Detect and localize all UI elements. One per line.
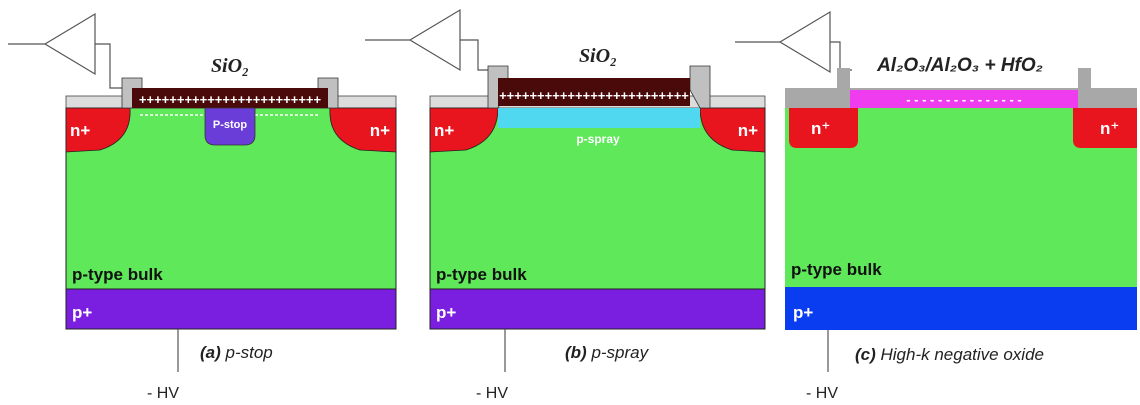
- oxide-label: SiO₂: [211, 55, 249, 77]
- oxide-charge: ++++++++++++++++++++++++: [139, 92, 322, 107]
- p-spray-layer: [498, 108, 700, 128]
- hv-label: - HV: [147, 385, 179, 402]
- amplifier-icon: [365, 8, 490, 72]
- n-plus-left-label: n+: [70, 121, 90, 140]
- p-plus-backside: [65, 288, 397, 330]
- metal-contact-right: [1078, 68, 1091, 90]
- caption-a: (a) p-stop: [200, 343, 273, 362]
- p-stop-implant: [204, 107, 256, 146]
- oxide-charge: +++++++++++++++++++++++++: [499, 88, 689, 103]
- n-plus-left: [65, 107, 131, 153]
- backside-label: p+: [72, 303, 92, 322]
- bulk-label: p-type bulk: [72, 265, 163, 284]
- p-plus-backside: [785, 287, 1137, 330]
- caption-b: (b) p-spray: [565, 343, 650, 362]
- bulk-label: p-type bulk: [791, 260, 882, 279]
- amplifier-icon: [8, 12, 122, 89]
- metal-contact-left: [837, 68, 850, 90]
- panel-high-k: - - - - - - - - - - - - - - - Al₂O₃/Al₂O…: [735, 10, 1137, 402]
- n-plus-right-label: n+: [738, 121, 758, 140]
- n-plus-right: [1073, 108, 1137, 148]
- n-plus-right: [329, 107, 397, 153]
- sio2-layer: [498, 78, 690, 106]
- n-plus-left: [789, 108, 858, 148]
- n-plus-right-label: n+: [370, 121, 390, 140]
- backside-label: p+: [793, 303, 813, 322]
- high-k-oxide: [850, 90, 1078, 108]
- amplifier-icon: [735, 10, 852, 74]
- hv-label: - HV: [806, 385, 838, 402]
- hv-label: - HV: [476, 385, 508, 402]
- n-plus-left-label: n+: [434, 121, 454, 140]
- p-plus-backside: [429, 288, 766, 330]
- sio2-layer: [132, 88, 328, 108]
- panel-p-spray: p-spray +++++++++++++++++++++++++ SiO₂ n…: [365, 8, 766, 402]
- backside-label: p+: [436, 303, 456, 322]
- n-plus-right: [699, 107, 766, 153]
- p-spray-label: p-spray: [576, 132, 620, 146]
- p-stop-label: P-stop: [213, 119, 248, 131]
- oxide-label: Al₂O₃/Al₂O₃ + HfO₂: [876, 55, 1043, 76]
- n-plus-left-label: n⁺: [811, 119, 830, 138]
- caption-c: (c) High-k negative oxide: [855, 345, 1044, 364]
- n-plus-left: [429, 107, 499, 153]
- bulk-label: p-type bulk: [436, 265, 527, 284]
- n-plus-right-label: n⁺: [1100, 119, 1119, 138]
- oxide-charge: - - - - - - - - - - - - - - -: [906, 92, 1022, 107]
- oxide-label: SiO₂: [579, 45, 617, 67]
- panel-p-stop: ++++++++++++++++++++++++ P-stop SiO₂ n+ …: [8, 12, 397, 402]
